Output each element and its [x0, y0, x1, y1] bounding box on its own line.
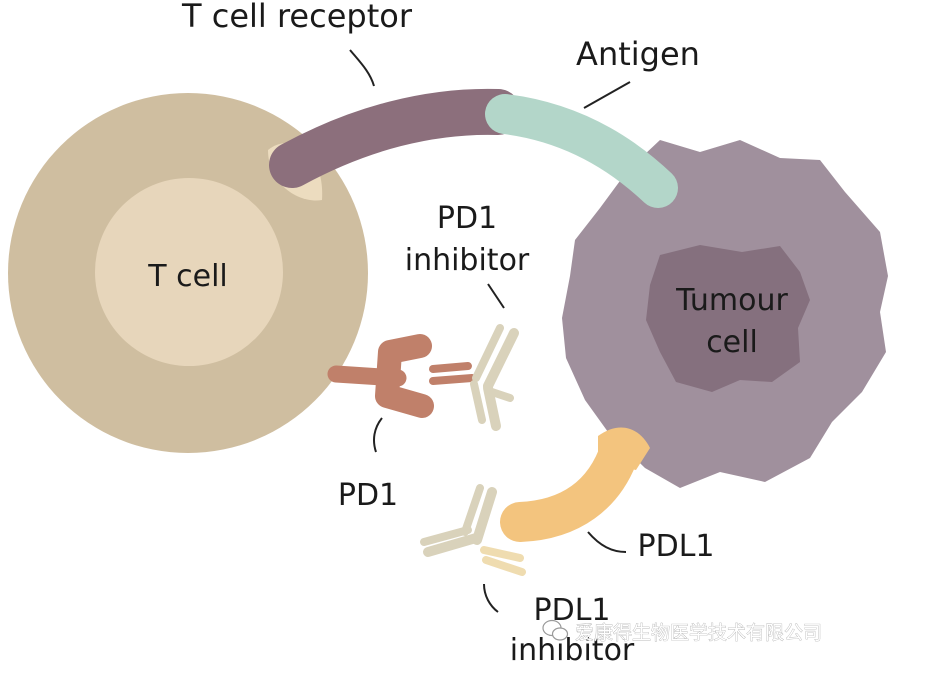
label-tumour-line1: Tumour [675, 283, 788, 318]
t-cell-nucleus [95, 178, 283, 366]
leader-lines [349, 49, 631, 613]
watermark-text: 爱康得生物医学技术有限公司 [575, 622, 822, 644]
leader-pdl1 [587, 531, 627, 553]
label-pd1: PD1 [338, 478, 398, 513]
leader-pd1 [373, 417, 383, 453]
wechat-icon [542, 619, 569, 641]
pd1-inhibitor-antibody [470, 324, 519, 431]
antigen [485, 94, 678, 208]
tumour-cell [562, 140, 888, 488]
label-tumour-line2: cell [706, 325, 758, 360]
tcr-arm [269, 88, 521, 188]
label-pd1-inhibitor-line2: inhibitor [405, 243, 530, 278]
t-cell-receptor [269, 88, 521, 188]
pd1-receptor [327, 334, 476, 418]
antigen-arm [485, 94, 678, 208]
label-t-cell-receptor: T cell receptor [181, 0, 413, 35]
pdl1-inhibitor-antibody [420, 484, 526, 576]
label-pdl1: PDL1 [638, 529, 715, 564]
pdl1-arm [500, 430, 640, 542]
watermark: 爱康得生物医学技术有限公司 [542, 619, 822, 644]
label-pd1-inhibitor-line1: PD1 [437, 201, 497, 236]
leader-tcr [349, 49, 375, 87]
label-pdl1-inhibitor-line2: inhibitor [510, 633, 635, 668]
label-antigen: Antigen [576, 35, 700, 73]
leader-pd1-inhibitor [487, 283, 505, 309]
label-t-cell: T cell [147, 259, 227, 294]
tumour-cell-nucleus [646, 245, 810, 392]
pdl1-ligand [500, 427, 650, 542]
leader-pdl1-inhibitor [483, 583, 499, 613]
leader-antigen [583, 81, 631, 109]
